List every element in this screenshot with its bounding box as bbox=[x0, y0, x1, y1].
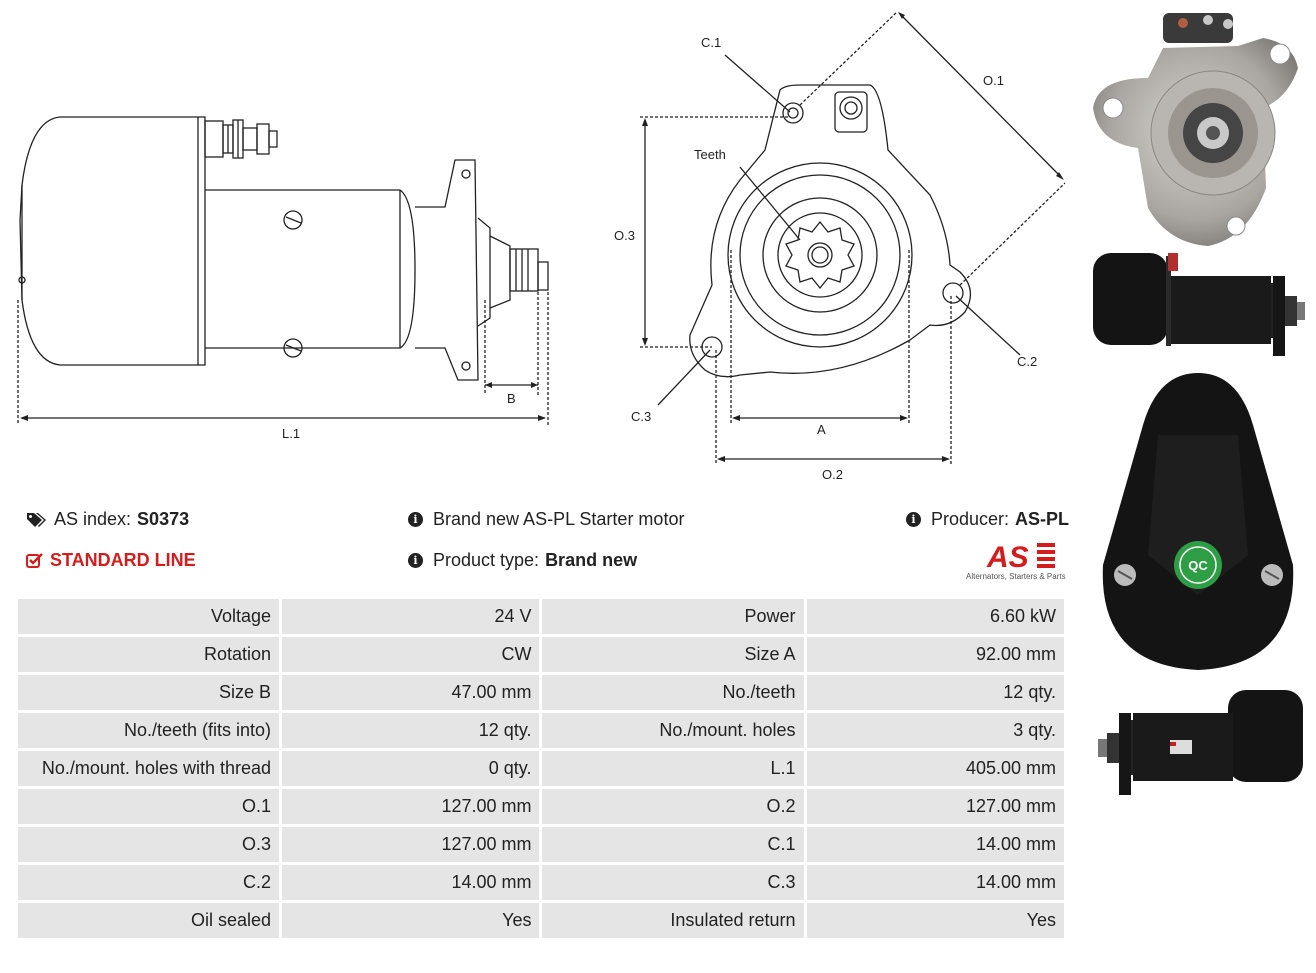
table-row: No./teeth (fits into)12 qty.No./mount. h… bbox=[18, 713, 1064, 748]
spec-value: 0 qty. bbox=[282, 751, 540, 786]
product-photo-rear: QC bbox=[1102, 373, 1294, 670]
spec-label: O.1 bbox=[18, 789, 280, 824]
spec-value: 3 qty. bbox=[806, 713, 1064, 748]
producer-label: Producer: bbox=[931, 509, 1010, 529]
as-index-label: AS index: bbox=[54, 509, 132, 529]
spec-label: No./mount. holes with thread bbox=[18, 751, 280, 786]
spec-value: 12 qty. bbox=[282, 713, 540, 748]
side-view-drawing bbox=[17, 116, 549, 425]
spec-label: Oil sealed bbox=[18, 903, 280, 938]
spec-value: Yes bbox=[282, 903, 540, 938]
spec-label: C.1 bbox=[542, 827, 804, 862]
dimension-label-c2: C.2 bbox=[1017, 354, 1038, 369]
spec-label: Size A bbox=[542, 637, 804, 672]
spec-value: 127.00 mm bbox=[282, 789, 540, 824]
product-photo-side-reverse bbox=[1098, 690, 1303, 795]
producer: i Producer: AS-PL bbox=[906, 509, 1069, 530]
spec-value: CW bbox=[282, 637, 540, 672]
spec-label: No./teeth (fits into) bbox=[18, 713, 280, 748]
product-type-value: Brand new bbox=[545, 550, 638, 570]
spec-value: 92.00 mm bbox=[806, 637, 1064, 672]
spec-label: L.1 bbox=[542, 751, 804, 786]
dimension-label-teeth: Teeth bbox=[694, 147, 726, 162]
standard-line-label: STANDARD LINE bbox=[50, 550, 196, 570]
spec-value: 14.00 mm bbox=[806, 865, 1064, 900]
description: i Brand new AS-PL Starter motor bbox=[408, 509, 684, 530]
spec-value: 14.00 mm bbox=[282, 865, 540, 900]
spec-label: C.3 bbox=[542, 865, 804, 900]
spec-value: 127.00 mm bbox=[806, 789, 1064, 824]
spec-label: No./teeth bbox=[542, 675, 804, 710]
logo-text: AS bbox=[986, 541, 1029, 570]
spec-label: Voltage bbox=[18, 599, 280, 634]
spec-value: 24 V bbox=[282, 599, 540, 634]
spec-label: Insulated return bbox=[542, 903, 804, 938]
dimension-label-l1: L.1 bbox=[282, 426, 301, 441]
spec-label: O.3 bbox=[18, 827, 280, 862]
tags-icon bbox=[27, 512, 46, 527]
qc-seal-text: QC bbox=[1188, 558, 1208, 573]
spec-label: O.2 bbox=[542, 789, 804, 824]
product-type: i Product type: Brand new bbox=[408, 550, 637, 571]
product-type-label: Product type: bbox=[433, 550, 540, 570]
dimension-label-c3: C.3 bbox=[631, 409, 652, 424]
logo-tagline: Alternators, Starters & Parts bbox=[966, 572, 1066, 581]
front-view-drawing bbox=[640, 11, 1066, 465]
dimension-label-o1: O.1 bbox=[983, 73, 1004, 88]
as-index: AS index: S0373 bbox=[26, 509, 189, 530]
spec-label: Rotation bbox=[18, 637, 280, 672]
spec-label: C.2 bbox=[18, 865, 280, 900]
product-photo-front bbox=[1093, 13, 1298, 246]
spec-value: 12 qty. bbox=[806, 675, 1064, 710]
spec-value: Yes bbox=[806, 903, 1064, 938]
info-icon: i bbox=[408, 512, 423, 527]
as-pl-logo: AS bbox=[986, 541, 1055, 570]
spec-value: 47.00 mm bbox=[282, 675, 540, 710]
spec-value: 6.60 kW bbox=[806, 599, 1064, 634]
check-square-icon bbox=[26, 552, 43, 568]
product-photo-side bbox=[1093, 253, 1305, 356]
spec-value: 14.00 mm bbox=[806, 827, 1064, 862]
standard-line: STANDARD LINE bbox=[26, 550, 196, 571]
dimension-label-a: A bbox=[817, 422, 826, 437]
spec-value: 127.00 mm bbox=[282, 827, 540, 862]
dimension-label-o3: O.3 bbox=[614, 228, 635, 243]
spec-value: 405.00 mm bbox=[806, 751, 1064, 786]
dimension-label-o2: O.2 bbox=[822, 467, 843, 482]
spec-label: Size B bbox=[18, 675, 280, 710]
spec-label: Power bbox=[542, 599, 804, 634]
info-icon: i bbox=[906, 512, 921, 527]
as-index-value: S0373 bbox=[137, 509, 190, 529]
dimension-label-b: B bbox=[507, 391, 516, 406]
producer-value: AS-PL bbox=[1015, 509, 1070, 529]
dimension-label-c1: C.1 bbox=[701, 35, 722, 50]
description-text: Brand new AS-PL Starter motor bbox=[433, 509, 685, 529]
info-icon: i bbox=[408, 553, 423, 568]
spec-label: No./mount. holes bbox=[542, 713, 804, 748]
